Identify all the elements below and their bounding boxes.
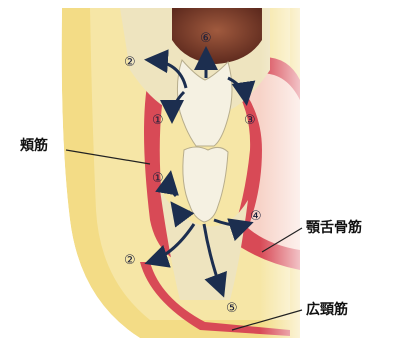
buccinator-label: 頬筋 xyxy=(20,137,48,154)
right-fade-overlay xyxy=(260,0,320,344)
marker-6: ⑥ xyxy=(200,31,212,46)
mylohyoid-label: 顎舌骨筋 xyxy=(306,219,362,236)
marker-1-lower: ① xyxy=(152,171,164,186)
marker-5: ⑤ xyxy=(226,301,238,316)
marker-4: ④ xyxy=(250,209,262,224)
marker-2-lower: ② xyxy=(124,253,136,268)
platysma-label: 広頸筋 xyxy=(306,301,348,318)
marker-1-upper: ① xyxy=(152,113,164,128)
marker-3: ③ xyxy=(244,113,256,128)
right-background xyxy=(318,0,416,344)
marker-2-upper: ② xyxy=(124,55,136,70)
